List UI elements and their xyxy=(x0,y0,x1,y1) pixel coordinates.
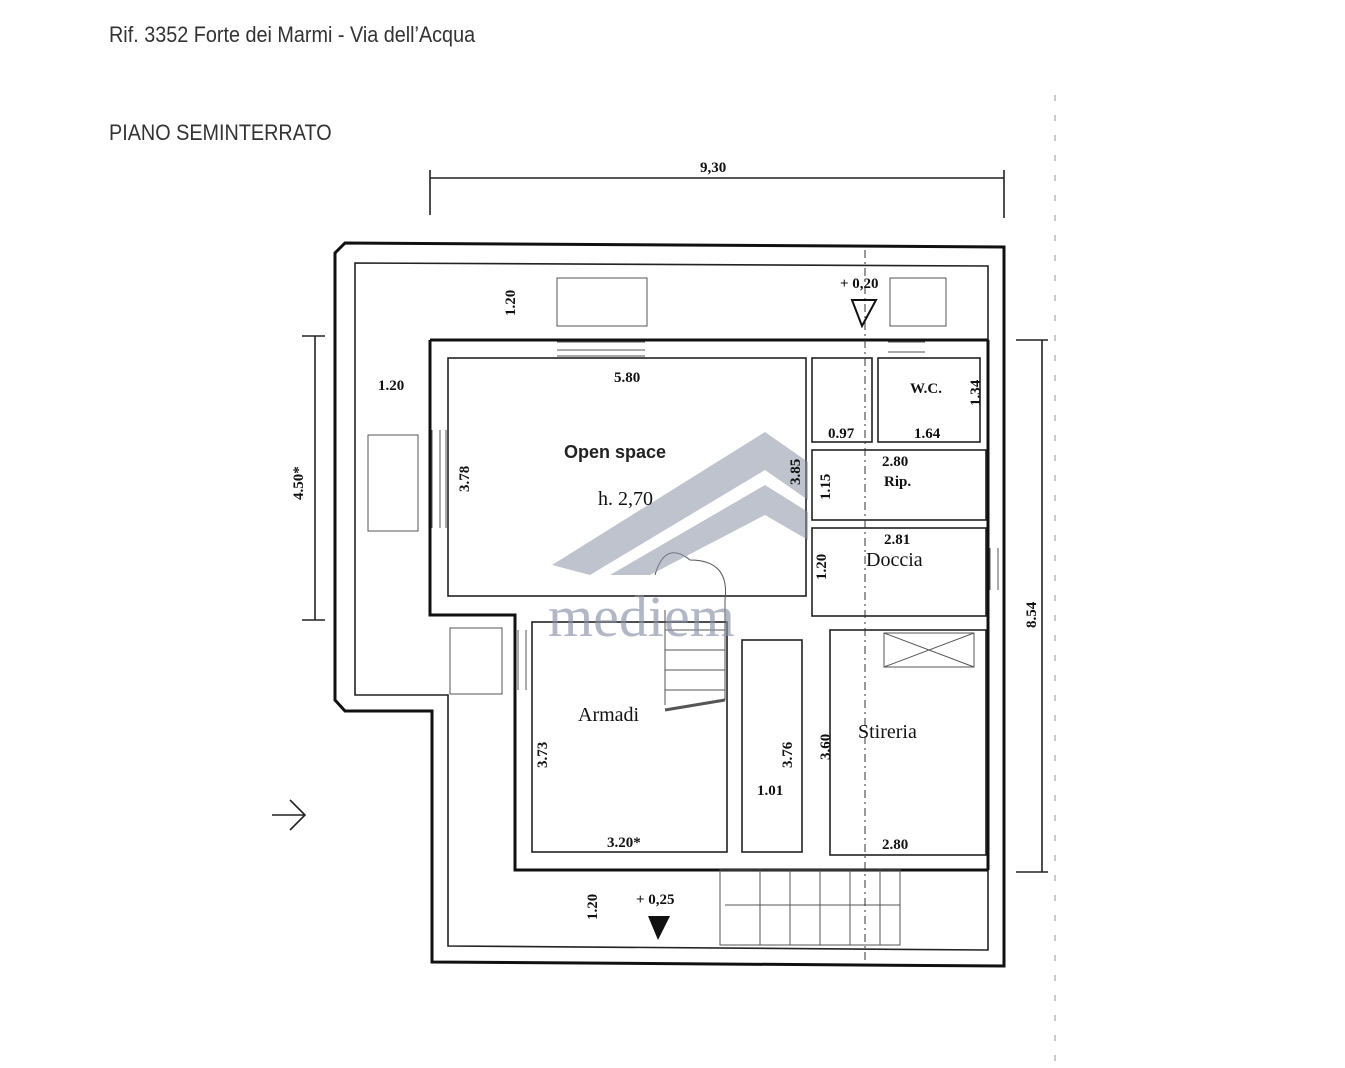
window-frames xyxy=(431,341,999,690)
dim-wc-width: 1.64 xyxy=(914,426,941,442)
dim-rip-depth: 1.15 xyxy=(818,474,834,500)
wc-small-room xyxy=(811,357,873,443)
outer-wall xyxy=(333,241,1006,968)
dim-corridor-depth: 3.76 xyxy=(780,741,796,768)
staircase xyxy=(654,552,727,712)
stireria-room xyxy=(829,629,987,856)
window-box xyxy=(367,434,419,532)
floor-title: PIANO SEMINTERRATO xyxy=(109,120,332,145)
dim-doccia-width: 2.81 xyxy=(884,532,910,548)
corridor xyxy=(741,639,803,853)
dim-rip-width: 2.80 xyxy=(882,454,908,470)
dim-top-strip: 1.20 xyxy=(503,290,519,316)
utility-box xyxy=(883,632,975,668)
dim-stireria-depth: 3.60 xyxy=(818,734,834,760)
dim-wc-small-width: 0.97 xyxy=(828,426,855,442)
level-top: + 0,20 xyxy=(840,276,879,292)
inner-perimeter xyxy=(354,262,989,951)
level-triangle-icon xyxy=(850,299,878,329)
window-box xyxy=(449,627,503,695)
room-label-open-space: Open space xyxy=(564,442,666,462)
level-triangle-icon xyxy=(648,916,670,940)
dim-left-depth: 4.50* xyxy=(291,466,307,500)
rip-room xyxy=(811,449,987,521)
wc-room xyxy=(877,357,981,443)
dim-stireria-width: 2.80 xyxy=(882,837,908,853)
dimension-lines xyxy=(302,170,1048,873)
dim-corridor-width: 1.01 xyxy=(757,783,783,799)
room-label-rip: Rip. xyxy=(884,474,911,490)
room-label-stireria: Stireria xyxy=(858,721,917,743)
house-wall xyxy=(428,338,990,872)
dim-armadi-width: 3.20* xyxy=(607,835,641,851)
window-box xyxy=(889,277,947,327)
room-label-wc: W.C. xyxy=(910,381,942,397)
dim-open-depth-right: 3.85 xyxy=(788,459,804,485)
room-height: h. 2,70 xyxy=(598,488,653,510)
listing-reference: Rif. 3352 Forte dei Marmi - Via dell’Acq… xyxy=(109,22,476,47)
dim-wc-depth: 1.34 xyxy=(968,379,984,406)
room-label-doccia: Doccia xyxy=(866,549,923,571)
room-label-armadi: Armadi xyxy=(578,704,640,726)
entrance-arrow-icon xyxy=(272,799,307,831)
dim-total-depth: 8.54 xyxy=(1024,601,1040,628)
dim-doccia-depth: 1.20 xyxy=(814,554,830,580)
armadi-room xyxy=(531,621,728,853)
dim-armadi-depth: 3.73 xyxy=(535,742,551,768)
watermark-logo: mediem xyxy=(548,432,808,649)
window-box xyxy=(556,277,648,327)
watermark-text: mediem xyxy=(548,584,735,649)
dim-bottom-strip: 1.20 xyxy=(585,894,601,920)
level-bottom: + 0,25 xyxy=(636,892,675,908)
doccia-room xyxy=(811,527,987,617)
dim-open-width: 5.80 xyxy=(614,370,640,386)
dim-left-strip: 1.20 xyxy=(378,378,404,394)
bottom-stairs xyxy=(719,869,901,946)
dim-open-depth-left: 3.78 xyxy=(457,466,473,492)
dim-total-width: 9,30 xyxy=(700,160,726,176)
